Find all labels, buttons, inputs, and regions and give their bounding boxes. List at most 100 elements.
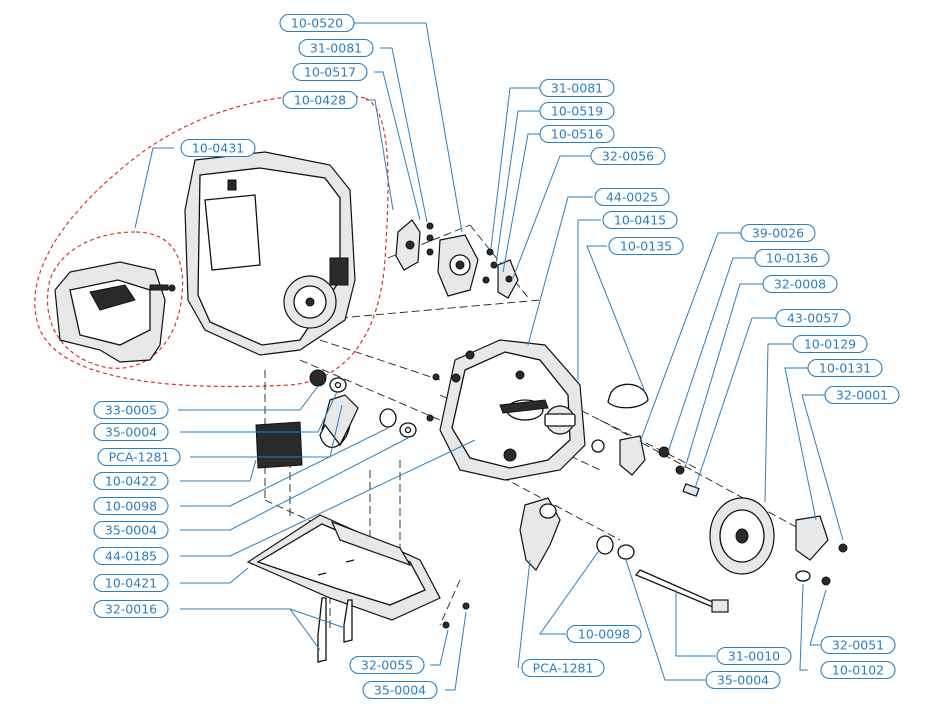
callout-c36: 10-0102: [820, 660, 896, 680]
callout-box: [792, 334, 868, 354]
callout-c13: 39-0026: [740, 223, 816, 243]
callout-c05: 10-0431: [180, 138, 256, 158]
callout-text: 10-0520: [291, 16, 343, 31]
callout-box: [349, 655, 425, 675]
callout-c02: 31-0081: [298, 38, 374, 58]
callout-text: 32-0055: [361, 658, 413, 673]
callout-box: [298, 38, 374, 58]
callout-box: [762, 274, 838, 294]
callout-box: [292, 62, 368, 82]
callout-c01: 10-0520: [279, 13, 355, 33]
callout-labels: 10-0520 31-0081 10-0517 10-0428 10-0431 31-00…: [93, 13, 900, 700]
callout-box: [594, 187, 670, 207]
callout-c15: 32-0008: [762, 274, 838, 294]
callout-c18: 10-0131: [807, 358, 883, 378]
callout-c28: 32-0016: [93, 599, 169, 619]
callout-text: 10-0098: [578, 627, 630, 642]
callout-c14: 10-0136: [754, 248, 830, 268]
callout-c08: 10-0516: [539, 124, 615, 144]
callout-box: [93, 471, 169, 491]
callout-c20: 33-0005: [93, 400, 169, 420]
callout-box: [754, 248, 830, 268]
callout-c04: 10-0428: [282, 90, 358, 110]
callout-box: [282, 90, 358, 110]
callout-text: 10-0102: [832, 663, 884, 678]
callout-text: 32-0056: [602, 149, 654, 164]
callout-box: [740, 223, 816, 243]
callout-c26: 44-0185: [93, 546, 169, 566]
callout-text: 10-0415: [614, 213, 666, 228]
callout-c17: 10-0129: [792, 334, 868, 354]
callout-c34: 35-0004: [705, 670, 781, 690]
callout-c12: 10-0135: [608, 236, 684, 256]
callout-box: [539, 124, 615, 144]
callout-box: [97, 447, 181, 467]
callout-box: [820, 660, 896, 680]
callout-c35: 32-0051: [820, 635, 896, 655]
cover-group-outline: [46, 231, 184, 369]
callout-text: 32-0051: [832, 638, 884, 653]
right-side-parts: [519, 383, 848, 613]
callout-box: [807, 358, 883, 378]
callout-text: 10-0129: [804, 337, 856, 352]
callout-text: 32-0001: [836, 388, 888, 403]
cover-part: [54, 261, 176, 363]
callout-box: [539, 101, 615, 121]
mounting-plate-part: [246, 514, 470, 663]
callout-box: [93, 422, 169, 442]
callout-c10: 44-0025: [594, 187, 670, 207]
callout-text: 10-0131: [819, 361, 871, 376]
callout-c19: 32-0001: [824, 385, 900, 405]
callout-c29: 32-0055: [349, 655, 425, 675]
callout-box: [362, 680, 438, 700]
callout-c03: 10-0517: [292, 62, 368, 82]
callout-box: [608, 236, 684, 256]
callout-text: 10-0431: [192, 141, 244, 156]
callout-box: [521, 658, 605, 678]
housing-group-outline: [34, 94, 389, 388]
callout-box: [93, 546, 169, 566]
callout-c31: PCA-1281: [521, 658, 605, 678]
callout-text: 31-0010: [728, 649, 780, 664]
callout-c11: 10-0415: [602, 210, 678, 230]
leader-lines: [134, 22, 844, 691]
callout-box: [93, 520, 169, 540]
brake-assembly-parts: [395, 219, 519, 299]
callout-box: [602, 210, 678, 230]
callout-c21: 35-0004: [93, 422, 169, 442]
gearbox-part: [426, 339, 586, 481]
callout-box: [820, 635, 896, 655]
callout-c32: 10-0098: [566, 624, 642, 644]
callout-text: 31-0081: [310, 41, 362, 56]
callout-box: [775, 308, 851, 328]
callout-text: 10-0136: [766, 251, 818, 266]
callout-box: [716, 646, 792, 666]
callout-box: [93, 599, 169, 619]
callout-c09: 32-0056: [590, 146, 666, 166]
callout-text: 35-0004: [105, 523, 157, 538]
callout-box: [705, 670, 781, 690]
housing-part: [184, 151, 356, 356]
callout-c27: 10-0421: [93, 573, 169, 593]
callout-text: 35-0004: [717, 673, 769, 688]
callout-text: 10-0422: [105, 474, 157, 489]
callout-c06: 31-0081: [539, 78, 615, 98]
callout-c25: 35-0004: [93, 520, 169, 540]
callout-text: 10-0519: [551, 104, 603, 119]
callout-box: [590, 146, 666, 166]
callout-text: 10-0428: [294, 93, 346, 108]
callout-c30: 35-0004: [362, 680, 438, 700]
callout-text: 33-0005: [105, 403, 157, 418]
callout-c33: 31-0010: [716, 646, 792, 666]
callout-c24: 10-0098: [93, 496, 169, 516]
callout-text: 44-0185: [105, 549, 157, 564]
callout-c23: 10-0422: [93, 471, 169, 491]
callout-text: 44-0025: [606, 190, 658, 205]
callout-box: [279, 13, 355, 33]
callout-text: PCA-1281: [109, 450, 170, 465]
callout-text: 10-0421: [105, 576, 157, 591]
callout-c16: 43-0057: [775, 308, 851, 328]
callout-text: 31-0081: [551, 81, 603, 96]
